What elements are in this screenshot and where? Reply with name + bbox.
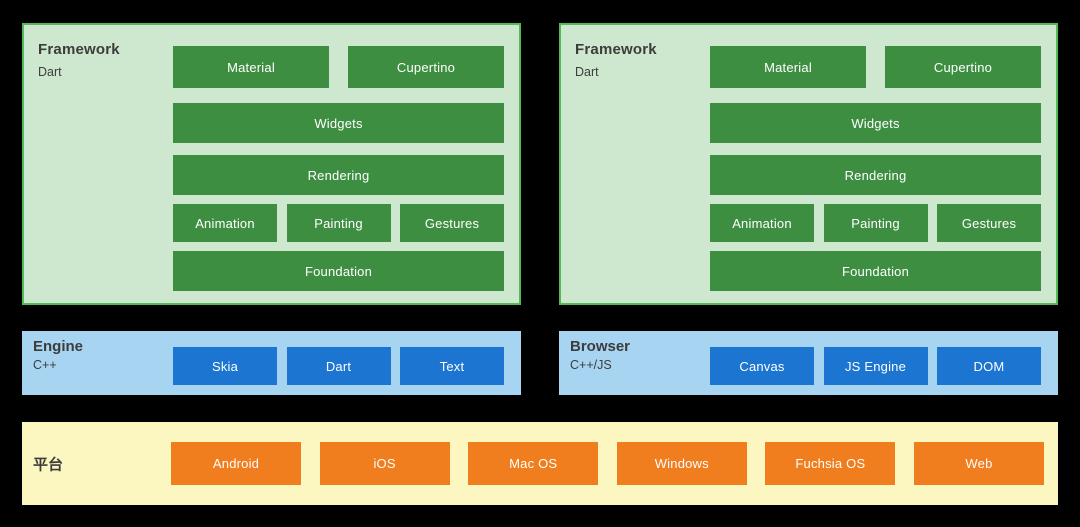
framework-left-row-2: Widgets	[173, 103, 504, 143]
browser-heading: Browser C++/JS	[570, 338, 630, 372]
framework-panel-right: Framework Dart Material Cupertino Widget…	[559, 23, 1058, 305]
block-text: Text	[400, 347, 504, 385]
engine-blocks-row: Skia Dart Text	[173, 347, 504, 385]
framework-right-row-4: Animation Painting Gestures	[710, 204, 1041, 242]
platform-label: 平台	[33, 456, 64, 473]
framework-right-heading: Framework Dart	[575, 41, 657, 79]
block-cupertino: Cupertino	[885, 46, 1041, 88]
block-android: Android	[171, 442, 301, 485]
block-animation: Animation	[710, 204, 814, 242]
browser-panel: Browser C++/JS Canvas JS Engine DOM	[559, 331, 1058, 395]
platform-blocks-row: Android iOS Mac OS Windows Fuchsia OS We…	[171, 442, 1044, 485]
block-mac-os: Mac OS	[468, 442, 599, 485]
block-rendering: Rendering	[173, 155, 504, 195]
framework-left-row-5: Foundation	[173, 251, 504, 291]
block-gestures: Gestures	[937, 204, 1041, 242]
framework-left-heading: Framework Dart	[38, 41, 120, 79]
browser-title: Browser	[570, 338, 631, 355]
framework-right-row-3: Rendering	[710, 155, 1041, 195]
engine-subtitle: C++	[33, 358, 57, 372]
framework-left-row-4: Animation Painting Gestures	[173, 204, 504, 242]
block-painting: Painting	[823, 204, 928, 242]
block-widgets: Widgets	[710, 103, 1041, 143]
block-fuchsia-os: Fuchsia OS	[765, 442, 896, 485]
engine-panel: Engine C++ Skia Dart Text	[22, 331, 521, 395]
framework-right-subtitle: Dart	[575, 65, 599, 79]
framework-right-row-5: Foundation	[710, 251, 1041, 291]
framework-left-subtitle: Dart	[38, 65, 62, 79]
engine-heading: Engine C++	[33, 338, 83, 372]
block-rendering: Rendering	[710, 155, 1041, 195]
block-cupertino: Cupertino	[348, 46, 504, 88]
block-gestures: Gestures	[400, 204, 504, 242]
browser-subtitle: C++/JS	[570, 358, 612, 372]
framework-left-row-1: Material Cupertino	[173, 46, 504, 88]
platform-panel: 平台 Android iOS Mac OS Windows Fuchsia OS…	[22, 422, 1058, 505]
framework-right-title: Framework	[575, 41, 657, 58]
framework-right-row-1: Material Cupertino	[710, 46, 1041, 88]
block-material: Material	[710, 46, 866, 88]
block-widgets: Widgets	[173, 103, 504, 143]
block-skia: Skia	[173, 347, 277, 385]
block-foundation: Foundation	[173, 251, 504, 291]
block-ios: iOS	[319, 442, 450, 485]
block-canvas: Canvas	[710, 347, 814, 385]
block-painting: Painting	[286, 204, 391, 242]
framework-left-title: Framework	[38, 41, 120, 58]
block-dart: Dart	[286, 347, 391, 385]
block-dom: DOM	[937, 347, 1041, 385]
framework-left-row-3: Rendering	[173, 155, 504, 195]
block-animation: Animation	[173, 204, 277, 242]
framework-panel-left: Framework Dart Material Cupertino Widget…	[22, 23, 521, 305]
engine-title: Engine	[33, 338, 84, 355]
block-js-engine: JS Engine	[823, 347, 928, 385]
browser-blocks-row: Canvas JS Engine DOM	[710, 347, 1041, 385]
block-web: Web	[913, 442, 1044, 485]
block-material: Material	[173, 46, 329, 88]
block-windows: Windows	[616, 442, 747, 485]
framework-right-row-2: Widgets	[710, 103, 1041, 143]
block-foundation: Foundation	[710, 251, 1041, 291]
